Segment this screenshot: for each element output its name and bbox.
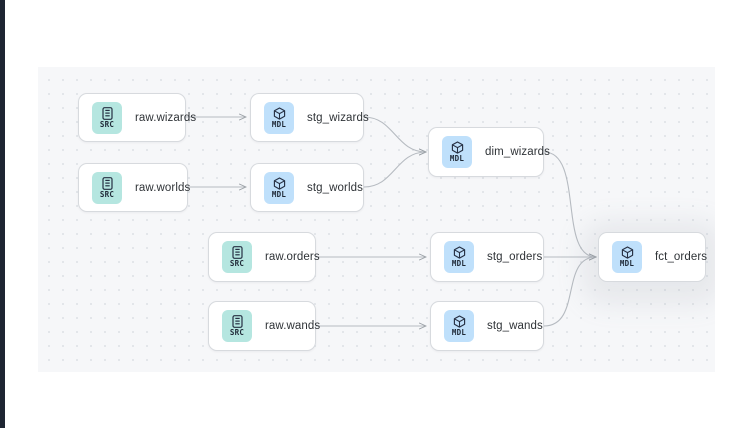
lineage-node-dim-wizards[interactable]: MDL dim_wizards — [428, 127, 550, 177]
node-kind-label: SRC — [229, 259, 245, 269]
node-kind-label: MDL — [451, 328, 467, 338]
node-kind-badge-mdl: MDL — [264, 101, 294, 134]
node-label: stg_orders — [487, 251, 543, 263]
database-icon — [101, 106, 113, 120]
edge-stg-worlds-dim-wizards — [363, 152, 426, 188]
cube-icon — [273, 177, 286, 190]
lineage-node-raw-worlds[interactable]: SRC raw.worlds — [78, 163, 191, 212]
node-kind-label: MDL — [619, 259, 635, 269]
node-label: raw.wands — [265, 320, 321, 332]
node-label: raw.orders — [265, 251, 320, 263]
node-label: raw.worlds — [135, 181, 191, 194]
lineage-node-stg-orders[interactable]: MDL stg_orders — [430, 232, 544, 282]
node-kind-badge-mdl: MDL — [612, 241, 642, 273]
node-label: stg_wands — [487, 320, 543, 332]
cube-icon — [453, 246, 466, 259]
cube-icon — [451, 141, 464, 154]
node-label: fct_orders — [655, 251, 708, 263]
node-label: raw.wizards — [135, 111, 197, 124]
cube-icon — [621, 246, 634, 259]
database-icon — [231, 246, 243, 260]
node-label: stg_worlds — [307, 181, 363, 194]
node-label: dim_wizards — [485, 146, 551, 158]
node-kind-label: SRC — [99, 119, 115, 129]
cube-icon — [453, 315, 466, 328]
edge-stg-wands-fct-orders — [543, 257, 596, 327]
node-kind-badge-mdl: MDL — [444, 310, 474, 342]
edge-dim-wizards-fct-orders — [543, 151, 596, 257]
node-kind-badge-src: SRC — [222, 310, 252, 342]
node-label: stg_wizards — [307, 111, 369, 124]
node-kind-label: SRC — [99, 189, 115, 199]
node-kind-badge-mdl: MDL — [264, 171, 294, 204]
node-kind-badge-src: SRC — [92, 171, 122, 204]
lineage-node-raw-wizards[interactable]: SRC raw.wizards — [78, 93, 196, 142]
node-kind-badge-mdl: MDL — [442, 136, 472, 168]
left-nav-rail — [0, 0, 5, 428]
edge-stg-wizards-dim-wizards — [363, 116, 426, 152]
node-kind-label: MDL — [271, 119, 287, 129]
lineage-node-stg-worlds[interactable]: MDL stg_worlds — [250, 163, 364, 212]
node-kind-label: MDL — [451, 259, 467, 269]
node-kind-badge-src: SRC — [222, 241, 252, 273]
lineage-node-stg-wands[interactable]: MDL stg_wands — [430, 301, 544, 351]
cube-icon — [273, 107, 286, 120]
node-kind-label: MDL — [449, 154, 465, 164]
database-icon — [231, 315, 243, 329]
node-kind-badge-mdl: MDL — [444, 241, 474, 273]
lineage-node-raw-orders[interactable]: SRC raw.orders — [208, 232, 320, 282]
node-kind-badge-src: SRC — [92, 101, 122, 134]
node-kind-label: SRC — [229, 328, 245, 338]
lineage-node-stg-wizards[interactable]: MDL stg_wizards — [250, 93, 369, 142]
database-icon — [101, 176, 113, 190]
lineage-graph-canvas[interactable]: SRC raw.wizards MDL stg_wizards — [38, 67, 715, 372]
node-kind-label: MDL — [271, 189, 287, 199]
lineage-node-fct-orders[interactable]: MDL fct_orders — [598, 232, 708, 282]
lineage-node-raw-wands[interactable]: SRC raw.wands — [208, 301, 320, 351]
